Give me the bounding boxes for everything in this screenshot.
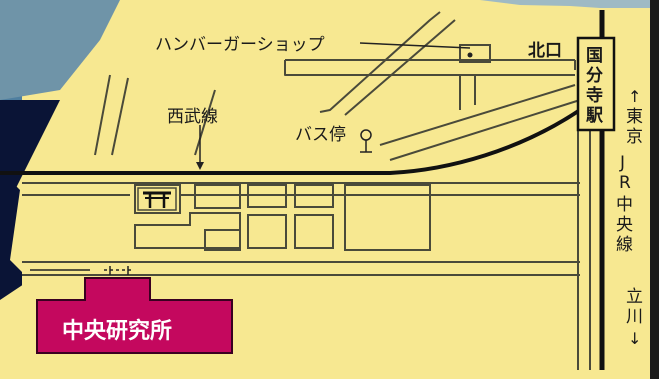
block xyxy=(134,212,241,249)
jr-label-char: R xyxy=(619,173,631,193)
jr-label-char: 線 xyxy=(616,235,633,255)
jr-label-char: 央 xyxy=(616,215,633,235)
torii-shrine-icon xyxy=(137,187,177,211)
tokyo-label-char: 東 xyxy=(626,107,643,127)
block xyxy=(247,184,287,208)
block xyxy=(294,214,334,249)
central-research-lab-label: 中央研究所 xyxy=(62,318,172,344)
map-right-edge xyxy=(650,0,659,379)
road-top-north xyxy=(284,59,575,76)
city-blocks xyxy=(134,44,491,251)
tokyo-direction-label: ↑ 東 京 xyxy=(626,87,643,147)
hamburger-leader-line xyxy=(359,42,471,49)
road-south-main xyxy=(22,182,580,196)
block xyxy=(194,184,241,209)
road-station-vertical xyxy=(577,105,591,370)
station-label-char: 分 xyxy=(586,66,603,86)
hamburger-shop-label: ハンバーガーショップ xyxy=(155,35,325,55)
seibu-railway xyxy=(0,108,582,175)
block xyxy=(294,184,334,208)
tachikawa-direction-label: 立 川 ↓ xyxy=(626,287,643,348)
tachikawa-label-char: ↓ xyxy=(628,329,641,348)
block xyxy=(459,44,491,63)
jr-label-char: J xyxy=(619,153,625,173)
jr-label-char: 中 xyxy=(616,195,633,215)
kokubunji-station-label: 国 分 寺 駅 xyxy=(585,46,604,126)
block xyxy=(134,184,181,214)
sky-overlay-top xyxy=(0,0,120,100)
lab-entrance-markers xyxy=(30,266,134,275)
roads xyxy=(22,11,591,370)
bus-stop-label: バス停 xyxy=(295,125,346,145)
kokubunji-station xyxy=(576,36,616,132)
tachikawa-label-char: 立 xyxy=(626,287,643,307)
jr-chuo-line-label: J R 中 央 線 xyxy=(616,153,633,255)
road-diagonal-east xyxy=(379,84,581,161)
bus-stop-icon xyxy=(360,129,372,153)
north-exit-label: 北口 xyxy=(528,41,562,61)
road-south-bottom xyxy=(22,261,580,276)
road-vertical-center xyxy=(459,75,476,110)
station-label-char: 駅 xyxy=(585,106,604,126)
central-research-lab-building xyxy=(36,277,233,354)
seibu-line-label: 西武線 xyxy=(167,107,218,127)
sky-overlay-top-right xyxy=(480,0,659,8)
hamburger-shop-marker xyxy=(467,52,473,58)
tokyo-label-char: ↑ xyxy=(628,87,641,106)
tachikawa-label-char: 川 xyxy=(626,307,643,327)
road-left-diagonal-2 xyxy=(194,89,216,156)
dark-overlay-left xyxy=(0,100,60,210)
block xyxy=(344,184,431,251)
station-label-char: 国 xyxy=(586,46,603,66)
block xyxy=(204,229,241,251)
seibu-line-arrowhead xyxy=(196,162,204,170)
road-left-diagonal-1 xyxy=(94,74,129,156)
block xyxy=(247,214,287,249)
road-diagonal-north xyxy=(319,11,456,116)
tokyo-label-char: 京 xyxy=(626,127,643,147)
station-label-char: 寺 xyxy=(586,85,603,106)
